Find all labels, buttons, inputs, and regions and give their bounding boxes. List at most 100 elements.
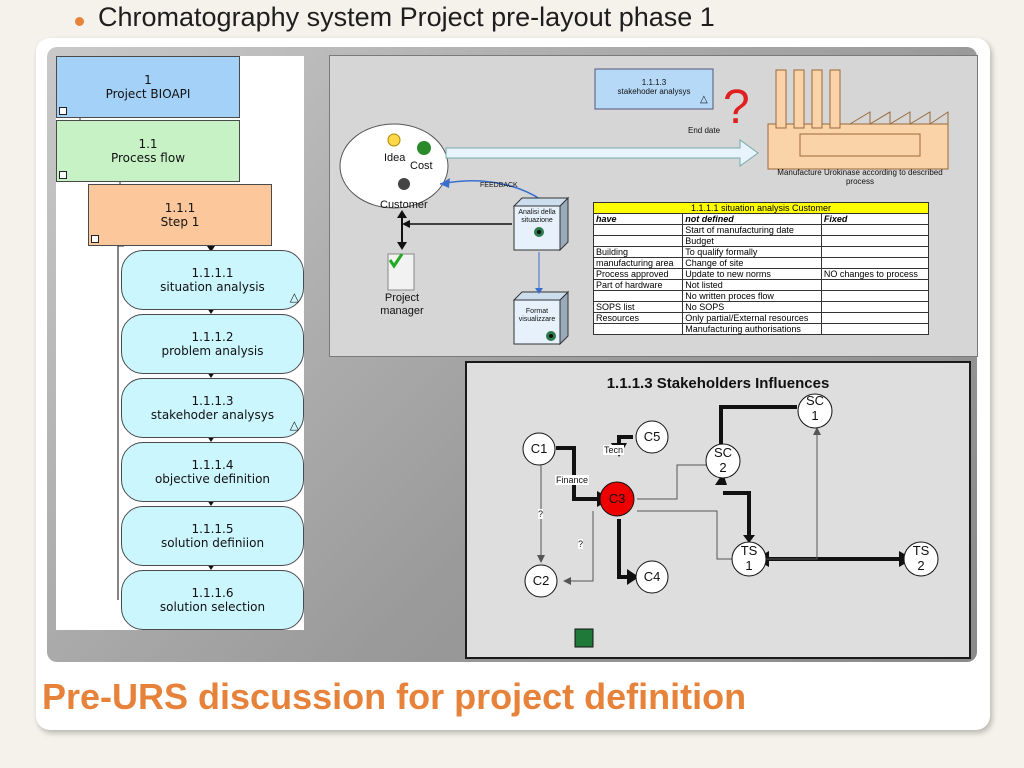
end-date-label: End date <box>688 126 721 135</box>
step-label: situation analysis <box>160 280 265 294</box>
situation-analysis-table: 1.1.1.1 situation analysis Customer have… <box>592 202 930 335</box>
situation-diagram: 1.1.1.3 stakehoder analysys △ ? End date… <box>329 55 978 357</box>
collapse-square-icon <box>59 107 67 115</box>
node-sc1 <box>797 393 833 429</box>
project-manager-label: Project manager <box>380 292 424 317</box>
triangle-icon: △ <box>289 290 299 304</box>
factory-caption: Manufacture Urokinase according to descr… <box>777 168 943 186</box>
stakeholders-title: 1.1.1.3 Stakeholders Influences <box>606 375 830 392</box>
situation-diagram-graphics <box>339 68 949 346</box>
node-c4 <box>635 560 669 594</box>
wbs-step-objective-definition: 1.1.1.4 objective definition <box>121 442 304 502</box>
cost-label: Cost <box>410 160 433 172</box>
triangle-icon: △ <box>700 94 708 105</box>
stake-box-label: stakehoder analysys <box>617 87 691 96</box>
wbs-step-situation-analysis: 1.1.1.1 situation analysis △ <box>121 250 304 310</box>
stakeholders-diagram: 1.1.1.3 Stakeholders Influences <box>465 361 971 659</box>
question-mark: ? <box>723 81 750 134</box>
table-header: have <box>592 213 684 225</box>
wbs-step-solution-definition: 1.1.1.5 solution definiion <box>121 506 304 566</box>
node-ts2 <box>903 541 939 577</box>
money-icon <box>417 141 431 155</box>
node-label-c5: C5 <box>643 429 661 444</box>
step-num: 1.1.1.6 <box>191 586 234 600</box>
edge-label-q2: ? <box>578 539 584 549</box>
wbs-box-project-num: 1 <box>144 73 152 87</box>
node-label-c4: C4 <box>643 569 661 584</box>
step-num: 1.1.1.2 <box>191 330 234 344</box>
feedback-label: FEEDBACK <box>480 182 518 189</box>
node-sc2 <box>705 443 741 479</box>
step-label: problem analysis <box>161 344 264 358</box>
node-label-c2: C2 <box>532 573 550 588</box>
node-ts1 <box>731 541 767 577</box>
wbs-box-project-label: Project BIOAPI <box>105 87 191 101</box>
step-label: stakehoder analysys <box>150 408 275 422</box>
triangle-icon: △ <box>289 418 299 432</box>
wbs-box-process-num: 1.1 <box>138 137 158 151</box>
edge-label-tecn: Tecn <box>603 445 625 455</box>
wbs-step-stakeholder-analysis: 1.1.1.3 stakehoder analysys △ <box>121 378 304 438</box>
step-num: 1.1.1.5 <box>191 522 234 536</box>
node-label-ts1-a: TS <box>740 543 758 558</box>
table-row: Manufacturing authorisations <box>592 323 930 335</box>
edge-label-finance: Finance <box>555 475 590 485</box>
node-c1 <box>522 432 556 466</box>
slide-subtitle: Chromatography system Project pre-layout… <box>98 2 715 32</box>
node-label-c1: C1 <box>530 441 548 456</box>
slide-title: Pre-URS discussion for project definitio… <box>42 676 747 717</box>
idea-label: Idea <box>384 152 406 164</box>
customer-icon <box>398 178 410 190</box>
table-title: 1.1.1.1 situation analysis Customer <box>593 202 929 214</box>
table-header: Fixed <box>820 213 930 225</box>
node-c3 <box>599 481 635 517</box>
node-label-ts2-b: 2 <box>917 558 925 573</box>
node-c2 <box>524 564 558 598</box>
table-row: No written proces flow <box>592 290 930 302</box>
node-label-c3: C3 <box>608 491 626 506</box>
collapse-square-icon <box>59 171 67 179</box>
lightbulb-icon <box>387 133 401 147</box>
node-label-ts1-b: 1 <box>745 558 753 573</box>
format-label: Format visualizzare <box>518 308 556 323</box>
customer-label: Customer <box>380 199 428 211</box>
table-row: Start of manufacturing date <box>592 224 930 236</box>
wbs-box-project: 1 Project BIOAPI <box>56 56 240 118</box>
factory-icon <box>767 69 949 170</box>
stakeholders-graph <box>522 393 939 648</box>
step-label: solution selection <box>159 600 266 614</box>
big-arrow <box>445 139 759 167</box>
node-label-sc2-b: 2 <box>719 460 727 475</box>
stake-box-shape <box>594 68 714 110</box>
step-label: solution definiion <box>160 536 265 550</box>
manager-icon <box>387 253 415 291</box>
table-header: not defined <box>682 213 822 225</box>
step-num: 1.1.1.3 <box>191 394 234 408</box>
wbs-step-problem-analysis: 1.1.1.2 problem analysis <box>121 314 304 374</box>
step-num: 1.1.1.1 <box>191 266 234 280</box>
node-label-sc1-a: SC <box>805 393 825 408</box>
collapse-square-icon <box>91 235 99 243</box>
node-label-sc1-b: 1 <box>811 408 819 423</box>
edge-label-q1: ? <box>538 509 544 519</box>
node-label-ts2-a: TS <box>912 543 930 558</box>
bullet-dot <box>75 17 84 26</box>
node-label-sc2-a: SC <box>713 445 733 460</box>
wbs-box-step-label: Step 1 <box>160 215 200 229</box>
wbs-box-step: 1.1.1 Step 1 <box>88 184 272 246</box>
format-cube <box>512 290 570 346</box>
wbs-box-process-flow: 1.1 Process flow <box>56 120 240 182</box>
step-num: 1.1.1.4 <box>191 458 234 472</box>
node-c5 <box>635 420 669 454</box>
step-label: objective definition <box>154 472 271 486</box>
stake-box-num: 1.1.1.3 <box>641 78 667 87</box>
excel-icon <box>574 628 594 648</box>
wbs-step-solution-selection: 1.1.1.6 solution selection <box>121 570 304 630</box>
wbs-box-step-num: 1.1.1 <box>164 201 196 215</box>
wbs-box-process-label: Process flow <box>110 151 186 165</box>
